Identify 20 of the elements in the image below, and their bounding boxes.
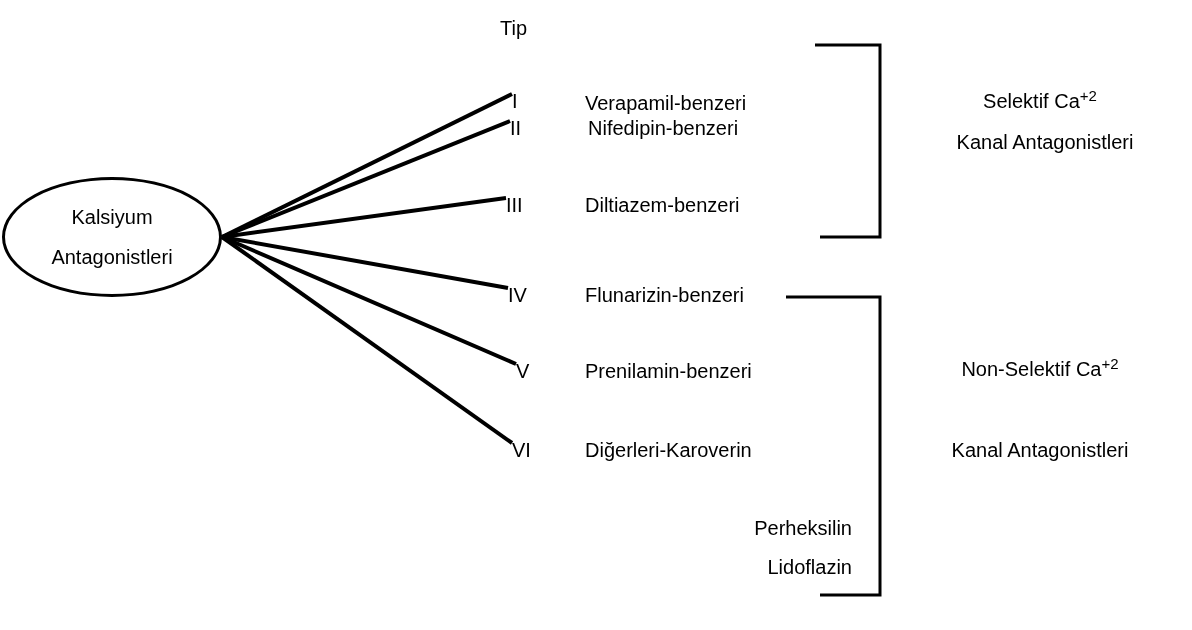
text-label: Non-Selektif Ca$^{+2}$ (960, 356, 1120, 382)
type-numeral: I (512, 88, 518, 114)
ellipse-node: Kalsiyum Antagonistleri (2, 177, 222, 297)
type-numeral: II (510, 115, 522, 141)
text-label: Selektif Ca$^{+2}$ (982, 88, 1098, 114)
text-label: Flunarizin-benzeri (585, 283, 745, 308)
text-label: Kanal Antagonistleri (950, 438, 1130, 463)
type-numeral: IV (508, 282, 527, 308)
text-label: Diltiazem-benzeri (585, 193, 741, 218)
type-numeral: VI (512, 437, 531, 463)
type-numeral: III (506, 192, 523, 218)
text-label: Kanal Antagonistleri (955, 130, 1135, 155)
text-label: Prenilamin-benzeri (585, 359, 753, 384)
text-label: Tip (500, 16, 529, 41)
text-label: Nifedipin-benzeri (588, 116, 740, 141)
text-label: Lidoflazin (766, 555, 852, 580)
type-numeral: V (516, 358, 530, 384)
text-label: Verapamil-benzeri (585, 91, 748, 116)
text-label: Perheksilin (753, 516, 852, 541)
text-label: Diğerleri-Karoverin (585, 438, 753, 463)
